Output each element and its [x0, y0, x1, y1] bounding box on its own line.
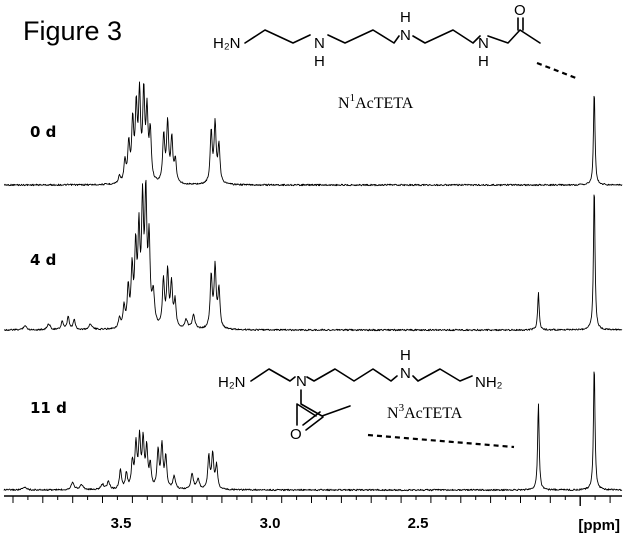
x-tick-label-3-0: 3.0	[260, 515, 281, 532]
atom-nh-h: H	[400, 347, 411, 364]
atom-nh2-n: N	[400, 27, 411, 44]
bond-acyl-bottom	[296, 389, 351, 426]
x-tick-label-3-5: 3.5	[111, 515, 132, 532]
atom-h2n-b: H₂N	[218, 374, 246, 391]
atom-h2n: H₂N	[213, 35, 241, 52]
x-axis-unit: [ppm]	[578, 517, 620, 534]
bond-chain-top	[244, 29, 541, 44]
atom-nh2-h: H	[400, 9, 411, 26]
dashed-pointer-bottom	[367, 433, 515, 449]
atom-n-acyl: N	[296, 373, 307, 390]
x-tick-label-2-5: 2.5	[408, 515, 429, 532]
series-label-11d: 11 d	[30, 399, 67, 417]
atom-nh3-n: N	[478, 35, 489, 52]
dashed-pointer-top	[536, 61, 577, 80]
spectrum-trace-11d	[3, 371, 623, 492]
structure-n3-acteta: H₂N N O H N NH₂ N3AcTETA	[218, 347, 515, 449]
figure-label: Figure 3	[23, 16, 122, 46]
x-axis-ticks	[12, 496, 611, 506]
bond-carbonyl-bottom	[302, 411, 324, 431]
bond-carbonyl-top	[517, 17, 524, 31]
structure-n1-acteta: H₂N N H H N N H O N1AcTETA	[213, 2, 577, 112]
spectrum-trace-0d	[4, 81, 623, 187]
atom-nh-n: N	[400, 365, 411, 382]
series-label-0d: 0 d	[30, 123, 56, 141]
compound-name-n1-acteta: N1AcTETA	[338, 92, 414, 112]
atom-nh2-b: NH₂	[475, 374, 503, 391]
atom-o-b: O	[290, 426, 302, 443]
atom-o: O	[514, 2, 526, 19]
spectrum-trace-4d	[4, 179, 623, 332]
series-label-4d: 4 d	[30, 251, 56, 269]
compound-name-n3-acteta: N3AcTETA	[387, 402, 463, 422]
atom-nh1-h: H	[314, 53, 325, 70]
atom-nh1-n: N	[314, 35, 325, 52]
atom-nh3-h: H	[478, 53, 489, 70]
bond-chain-bottom	[250, 368, 473, 382]
